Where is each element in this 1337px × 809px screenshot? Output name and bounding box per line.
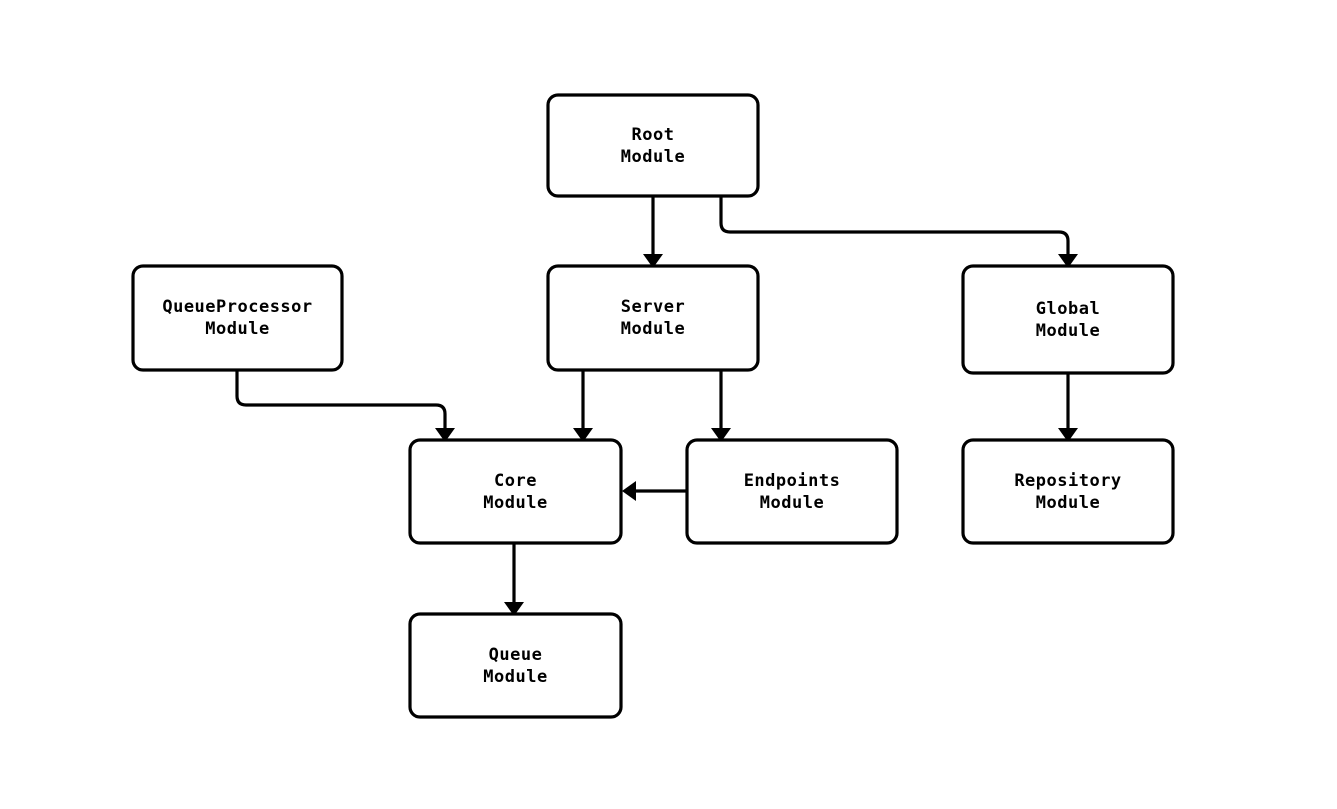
edge-global-to-repository — [1058, 373, 1078, 442]
arrow-head — [643, 254, 663, 268]
arrow-head — [711, 428, 731, 442]
node-core[interactable] — [408, 438, 623, 545]
node-server[interactable] — [546, 264, 760, 372]
node-root[interactable] — [546, 93, 760, 198]
arrow-head — [1058, 428, 1078, 442]
edge-endpoints-to-core — [622, 481, 687, 501]
node-layer — [131, 93, 1175, 719]
node-repository[interactable] — [961, 438, 1175, 545]
edge-server-to-core — [573, 370, 593, 442]
arrow-head — [573, 428, 593, 442]
edge-server-to-endpoints — [711, 370, 731, 442]
edge-layer — [235, 196, 1078, 616]
node-global[interactable] — [961, 264, 1175, 375]
edge-queueprocessor-to-core — [235, 370, 455, 442]
node-endpoints[interactable] — [685, 438, 899, 545]
arrow-head — [622, 481, 636, 501]
arrow-head — [504, 602, 524, 616]
edge-root-to-server — [643, 196, 663, 268]
arrow-head — [1058, 254, 1078, 268]
node-queueprocessor[interactable] — [131, 264, 344, 372]
edge-root-to-global — [719, 196, 1078, 268]
edge-core-to-queue — [504, 543, 524, 616]
node-queue[interactable] — [408, 612, 623, 719]
arrow-head — [435, 428, 455, 442]
